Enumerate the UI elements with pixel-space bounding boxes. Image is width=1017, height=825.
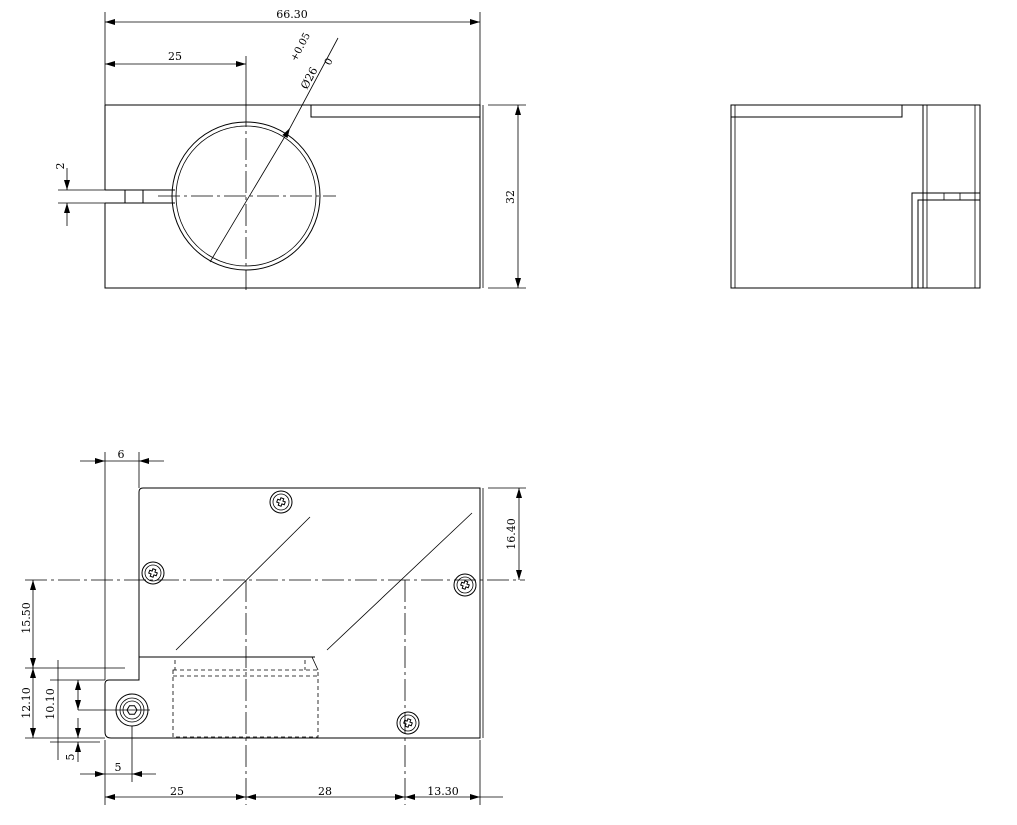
side-view-top-lip: [730, 104, 903, 118]
dim-hole-height-label: 10.10: [44, 688, 57, 720]
dim-overall-width-label: 66.30: [276, 8, 308, 21]
dim-step-to-base-label: 12.10: [20, 687, 33, 719]
dim-overall-width: 66.30: [104, 8, 481, 105]
screw-icon: [269, 490, 293, 514]
dim-bore-diameter: Ø26 +0.05 0: [209, 31, 339, 263]
dim-slot-width: 2: [54, 163, 105, 226]
dim-bore-offset: 25: [105, 50, 247, 105]
dim-axis-to-step: 15.50: [20, 580, 125, 669]
dim-hole-offset: 5: [80, 726, 156, 782]
screw-icon: [141, 561, 165, 585]
dim-height: 32: [488, 104, 526, 289]
dim-hole-height: 10.10: [44, 660, 105, 760]
bore-diameter-label: Ø26: [298, 65, 320, 91]
dim-base-offset: 5: [50, 718, 100, 762]
front-view-top-lip: [310, 104, 481, 118]
dim-seg-2-label: 28: [318, 785, 332, 798]
dim-flange-width: 6: [80, 448, 164, 680]
screw-icon: [453, 573, 477, 597]
bottom-view-outline: [104, 487, 481, 739]
dim-seg-1-label: 25: [170, 785, 184, 798]
dim-seg-3-label: 13.30: [427, 785, 459, 798]
front-view-split-slot: [105, 189, 175, 204]
bottom-view: 6 16.40 15.50 12.10: [20, 448, 526, 805]
dim-top-to-axis: 16.40: [488, 487, 526, 580]
bore-tol-lower-label: 0: [323, 57, 336, 68]
bottom-view-pocket: [172, 669, 319, 738]
front-view: 66.30 25 Ø26 +0.05 0: [54, 8, 526, 290]
bore-tol-upper-label: +0.05: [289, 31, 313, 63]
front-view-outline: [104, 104, 481, 289]
dim-base-offset-label: 5: [64, 754, 77, 761]
dim-slot-width-label: 2: [54, 163, 67, 170]
side-view: [730, 104, 981, 289]
dim-bore-offset-label: 25: [168, 50, 182, 63]
screw-icon: [396, 711, 420, 735]
dim-bottom-chain: 25 28 13.30: [104, 740, 503, 805]
dim-flange-width-label: 6: [118, 448, 125, 461]
side-view-outline: [730, 104, 981, 289]
dim-axis-to-step-label: 15.50: [20, 602, 33, 634]
dim-height-label: 32: [504, 190, 517, 204]
dim-top-to-axis-label: 16.40: [505, 518, 518, 550]
dim-step-to-base: 12.10: [20, 668, 105, 739]
dim-hole-offset-label: 5: [115, 761, 122, 774]
